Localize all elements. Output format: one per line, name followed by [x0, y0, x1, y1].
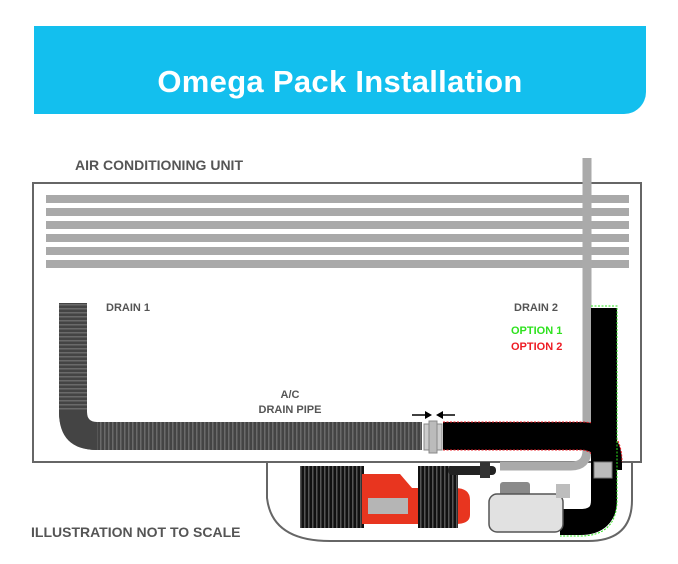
- vent-slats: [46, 195, 629, 268]
- title-banner: Omega Pack Installation: [34, 26, 646, 114]
- drain-pipe-label-line2: DRAIN PIPE: [258, 404, 322, 416]
- option1-pipe: [560, 308, 617, 535]
- option1-label: OPTION 1: [511, 325, 563, 337]
- drain-pipe-label-line1: A/C: [280, 389, 300, 401]
- drain2-label: DRAIN 2: [514, 302, 559, 314]
- drain1-label: DRAIN 1: [106, 302, 151, 314]
- option2-label: OPTION 2: [511, 341, 563, 353]
- omega-pack-device: [300, 462, 570, 533]
- unit-label: AIR CONDITIONING UNIT: [75, 157, 243, 173]
- drain-pipe-label: A/C DRAIN PIPE: [240, 388, 340, 418]
- ac-unit-body: [32, 182, 642, 463]
- joint-arrows: [412, 411, 455, 419]
- scale-note: ILLUSTRATION NOT TO SCALE: [31, 524, 241, 540]
- page-title: Omega Pack Installation: [157, 64, 523, 99]
